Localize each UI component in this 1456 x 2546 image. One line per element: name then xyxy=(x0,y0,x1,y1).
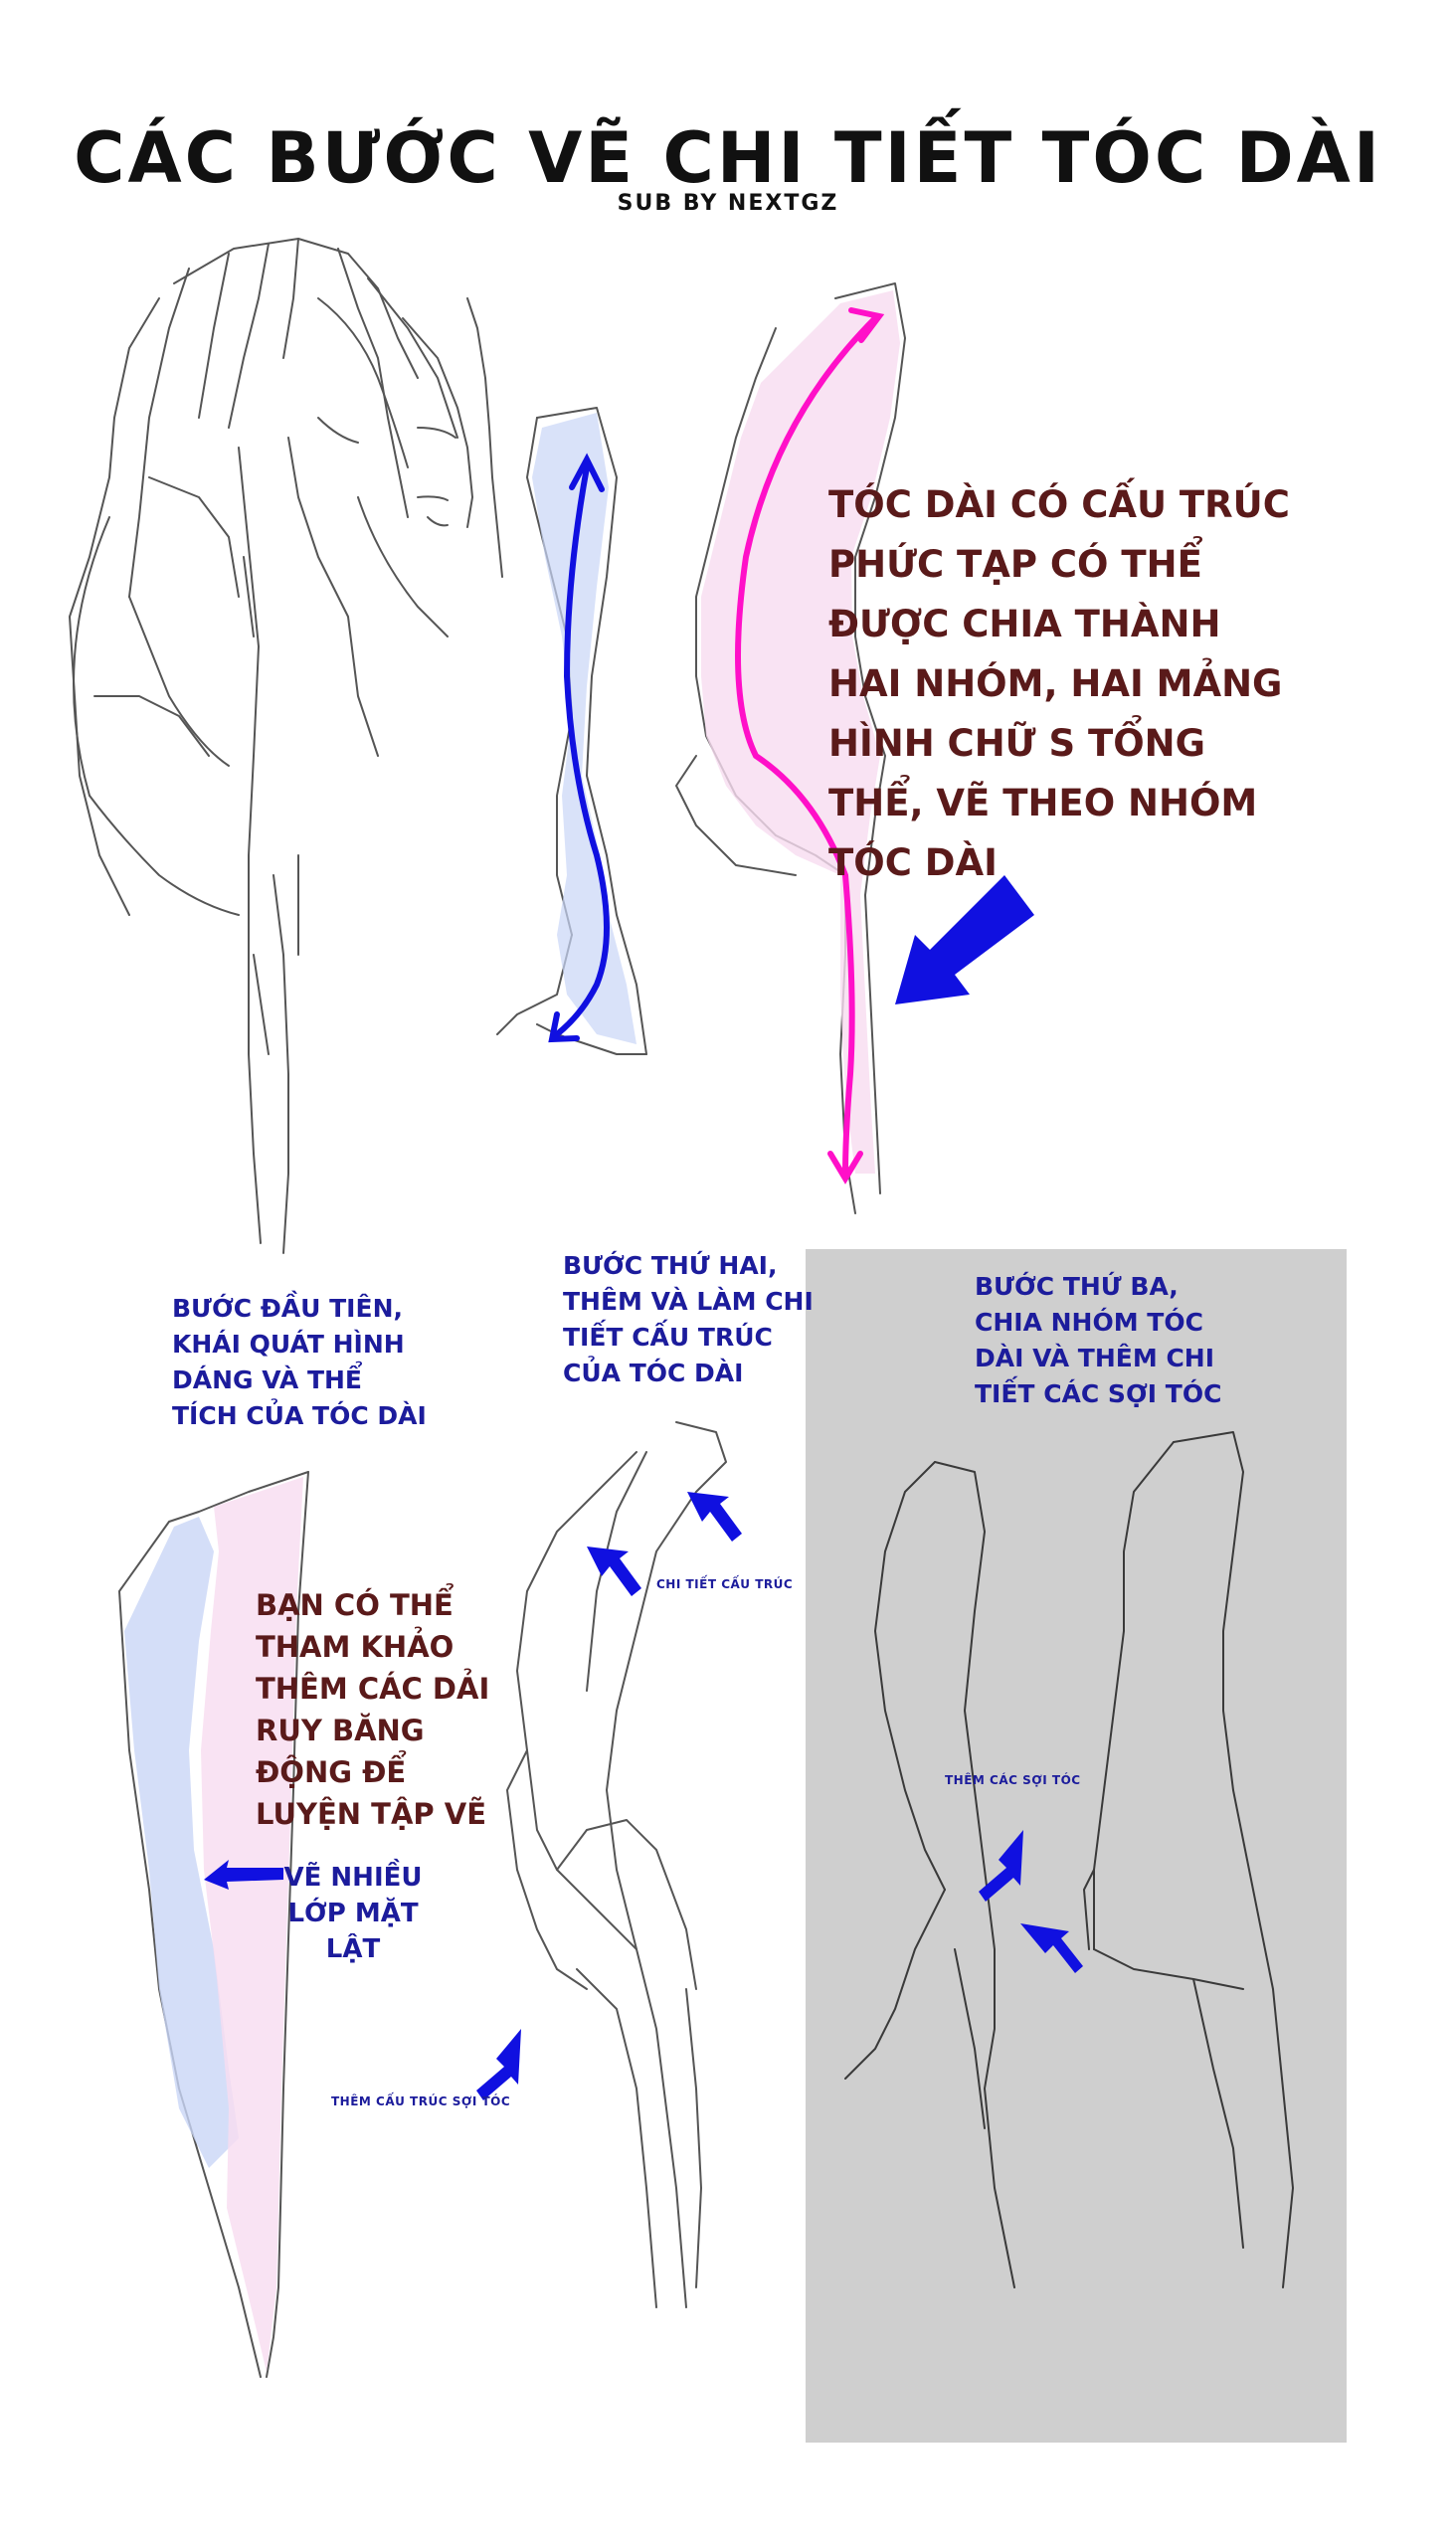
label-structure-detail: CHI TIẾT CẤU TRÚC xyxy=(656,1577,794,1591)
ribbon-pink-fill xyxy=(201,1477,303,2372)
blue-s-arrow xyxy=(548,453,610,1043)
arrow-strands-2 xyxy=(1020,1923,1083,1973)
note-step-two: BƯỚC THỨ HAI, THÊM VÀ LÀM CHI TIẾT CẤU T… xyxy=(563,1251,814,1387)
note-step-one: BƯỚC ĐẦU TIÊN, KHÁI QUÁT HÌNH DÁNG VÀ TH… xyxy=(172,1294,427,1430)
blue-fill xyxy=(532,413,637,1044)
subtitle: SUB BY NEXTGZ xyxy=(617,191,839,216)
note-ribbon-practice: BẠN CÓ THỂ THAM KHẢO THÊM CÁC DẢI RUY BĂ… xyxy=(256,1588,490,1831)
step3-sketch xyxy=(844,1431,1294,2288)
label-add-strands: THÊM CÁC SỢI TÓC xyxy=(945,1773,1081,1787)
step3-grey-panel xyxy=(806,1249,1347,2443)
note-long-hair-structure: TÓC DÀI CÓ CẤU TRÚC PHỨC TẠP CÓ THỂ ĐƯỢC… xyxy=(828,483,1290,884)
page-title: CÁC BƯỚC VẼ CHI TIẾT TÓC DÀI xyxy=(74,117,1382,199)
small-arrows xyxy=(204,1492,1083,2100)
arrow-struct-2 xyxy=(687,1492,742,1542)
arrow-strands-1 xyxy=(979,1830,1023,1902)
arrow-struct-1 xyxy=(587,1546,641,1596)
head-sketch xyxy=(69,238,503,1254)
arrow-layers xyxy=(204,1860,283,1890)
big-blue-arrow xyxy=(895,875,1034,1004)
note-step-three: BƯỚC THỨ BA, CHIA NHÓM TÓC DÀI VÀ THÊM C… xyxy=(975,1272,1222,1408)
arrow-hair-structure xyxy=(476,2029,521,2100)
note-multiple-layers: VẼ NHIỀU LỚP MẶT LẬT xyxy=(283,1863,423,1964)
label-add-hair-structure: THÊM CẤU TRÚC SỢI TÓC xyxy=(331,2094,511,2108)
ribbon-blue-fill xyxy=(124,1517,239,2168)
magenta-s-arrow xyxy=(735,307,885,1184)
ribbon-outline xyxy=(118,1471,309,2378)
